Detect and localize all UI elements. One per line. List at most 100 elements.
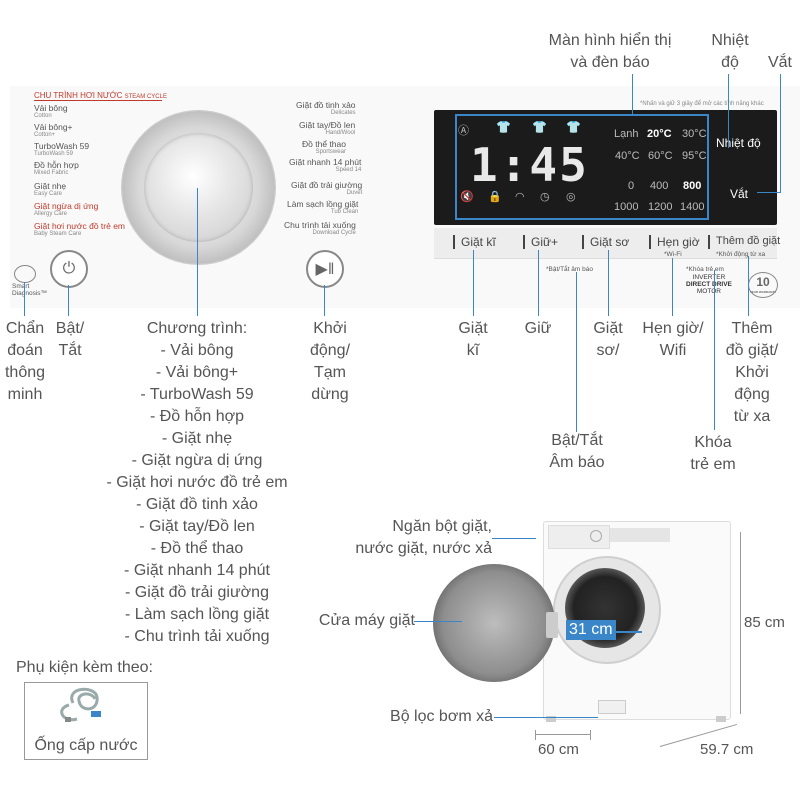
notice-text: *Nhấn và giữ 3 giây để mở các tính năng … xyxy=(640,101,764,107)
mute-icon: 🔇 xyxy=(460,191,474,203)
intensive-button[interactable]: Giặt kĩ xyxy=(453,235,496,249)
line-hold xyxy=(538,250,539,316)
power-button[interactable]: ⏻ xyxy=(50,250,88,288)
spin-800: 800 xyxy=(683,180,702,192)
lock-icon: 🔒 xyxy=(488,191,502,203)
line-spin xyxy=(780,74,781,192)
door-hinge xyxy=(546,612,558,638)
remote-note: *Khởi động từ xa xyxy=(716,251,766,258)
spin-1200: 1200 xyxy=(648,201,673,213)
line-power xyxy=(68,285,69,316)
height-label: 85 cm xyxy=(744,614,785,631)
line-add-item xyxy=(748,256,749,316)
spin-0: 0 xyxy=(628,180,635,192)
play-pause-icon: ▶‖ xyxy=(315,261,335,278)
hold-button[interactable]: Giữ+ xyxy=(522,235,559,249)
shirt-icon-3: 👕 xyxy=(566,120,581,134)
wifi-note: *Wi-Fi xyxy=(664,251,682,258)
washer-foot-right xyxy=(716,716,726,722)
door-callout: Cửa máy giặt xyxy=(318,612,415,629)
status-icon-1: Ⓐ xyxy=(458,125,469,137)
time-display: 1:45 xyxy=(470,138,589,192)
child-lock-note: *Khóa trẻ em xyxy=(686,266,724,273)
lcd-display xyxy=(434,110,777,225)
prewash-button[interactable]: Giặt sơ xyxy=(581,235,630,249)
width-tick-right xyxy=(590,730,591,740)
line-door xyxy=(414,621,462,622)
add-item-button[interactable]: Thêm đồ giặt xyxy=(707,235,781,249)
program-item: - Giặt tay/Đồ len xyxy=(139,518,255,535)
shirt-icon-1: 👕 xyxy=(496,120,511,134)
display-highlight xyxy=(455,114,709,220)
program-item: - Giặt hơi nước đồ trẻ em xyxy=(106,474,288,491)
width-label: 60 cm xyxy=(538,741,579,758)
delay-button[interactable]: Hẹn giờ xyxy=(649,235,700,249)
line-temp xyxy=(728,74,729,148)
line-smart xyxy=(24,282,25,316)
washer-panel xyxy=(610,528,670,542)
washer-door xyxy=(433,564,555,682)
line-childlock xyxy=(714,270,715,430)
spin-label: Vắt xyxy=(767,54,792,71)
program-cotton-plus: Vải bông+Cotton+ xyxy=(34,122,73,138)
washer-foot-left xyxy=(546,716,556,722)
water-hose-icon xyxy=(60,687,101,722)
temp-20: 20°C xyxy=(647,128,672,140)
program-item: - Đồ thể thao xyxy=(150,540,244,557)
line-detergent xyxy=(492,538,536,539)
temp-60: 60°C xyxy=(648,150,673,162)
option-button-row xyxy=(434,228,777,259)
wifi-icon: ◠ xyxy=(515,191,525,203)
temp-button[interactable]: Nhiệt độ xyxy=(716,136,761,150)
program-item: - Giặt đồ tinh xảo xyxy=(136,496,258,513)
knob-cap xyxy=(144,133,253,242)
line-intensive xyxy=(473,250,474,316)
program-knob[interactable] xyxy=(122,111,275,264)
program-item: - TurboWash 59 xyxy=(140,386,254,403)
steam-cycle-underline xyxy=(34,100,162,101)
delay-icon: ◷ xyxy=(540,191,550,203)
start-pause-button[interactable]: ▶‖ xyxy=(306,250,344,288)
hold-callout: Giữ xyxy=(524,320,552,337)
spin-400: 400 xyxy=(650,180,669,192)
steam-cycle-title: CHU TRÌNH HƠI NƯỚC STEAM CYCLE xyxy=(34,91,167,100)
line-spin-h xyxy=(757,192,781,193)
spin-button[interactable]: Vắt xyxy=(730,187,749,201)
door-size-label: 31 cm xyxy=(566,620,616,640)
accessory-item-label: Ống cấp nước xyxy=(34,737,138,754)
spin-1400: 1400 xyxy=(680,201,705,213)
delay-wifi-callout: Hẹn giờ/Wifi xyxy=(642,320,704,359)
filter-callout: Bộ lọc bơm xả xyxy=(390,708,493,725)
line-delay xyxy=(672,258,673,316)
beep-note: *Bật/Tắt âm báo xyxy=(546,266,593,273)
line-programs xyxy=(197,188,198,316)
temp-95: 95°C xyxy=(682,150,707,162)
program-item: - Đồ hỗn hợp xyxy=(149,408,245,425)
temp-cold: Lạnh xyxy=(614,128,639,140)
power-callout: Bật/Tắt xyxy=(55,320,85,359)
program-item: - Giặt ngừa dị ứng xyxy=(131,452,263,469)
temp-30: 30°C xyxy=(682,128,707,140)
program-item: - Giặt đồ trải giường xyxy=(125,584,269,601)
line-beep xyxy=(576,272,577,432)
accessories-title: Phụ kiện kèm theo: xyxy=(16,659,153,676)
